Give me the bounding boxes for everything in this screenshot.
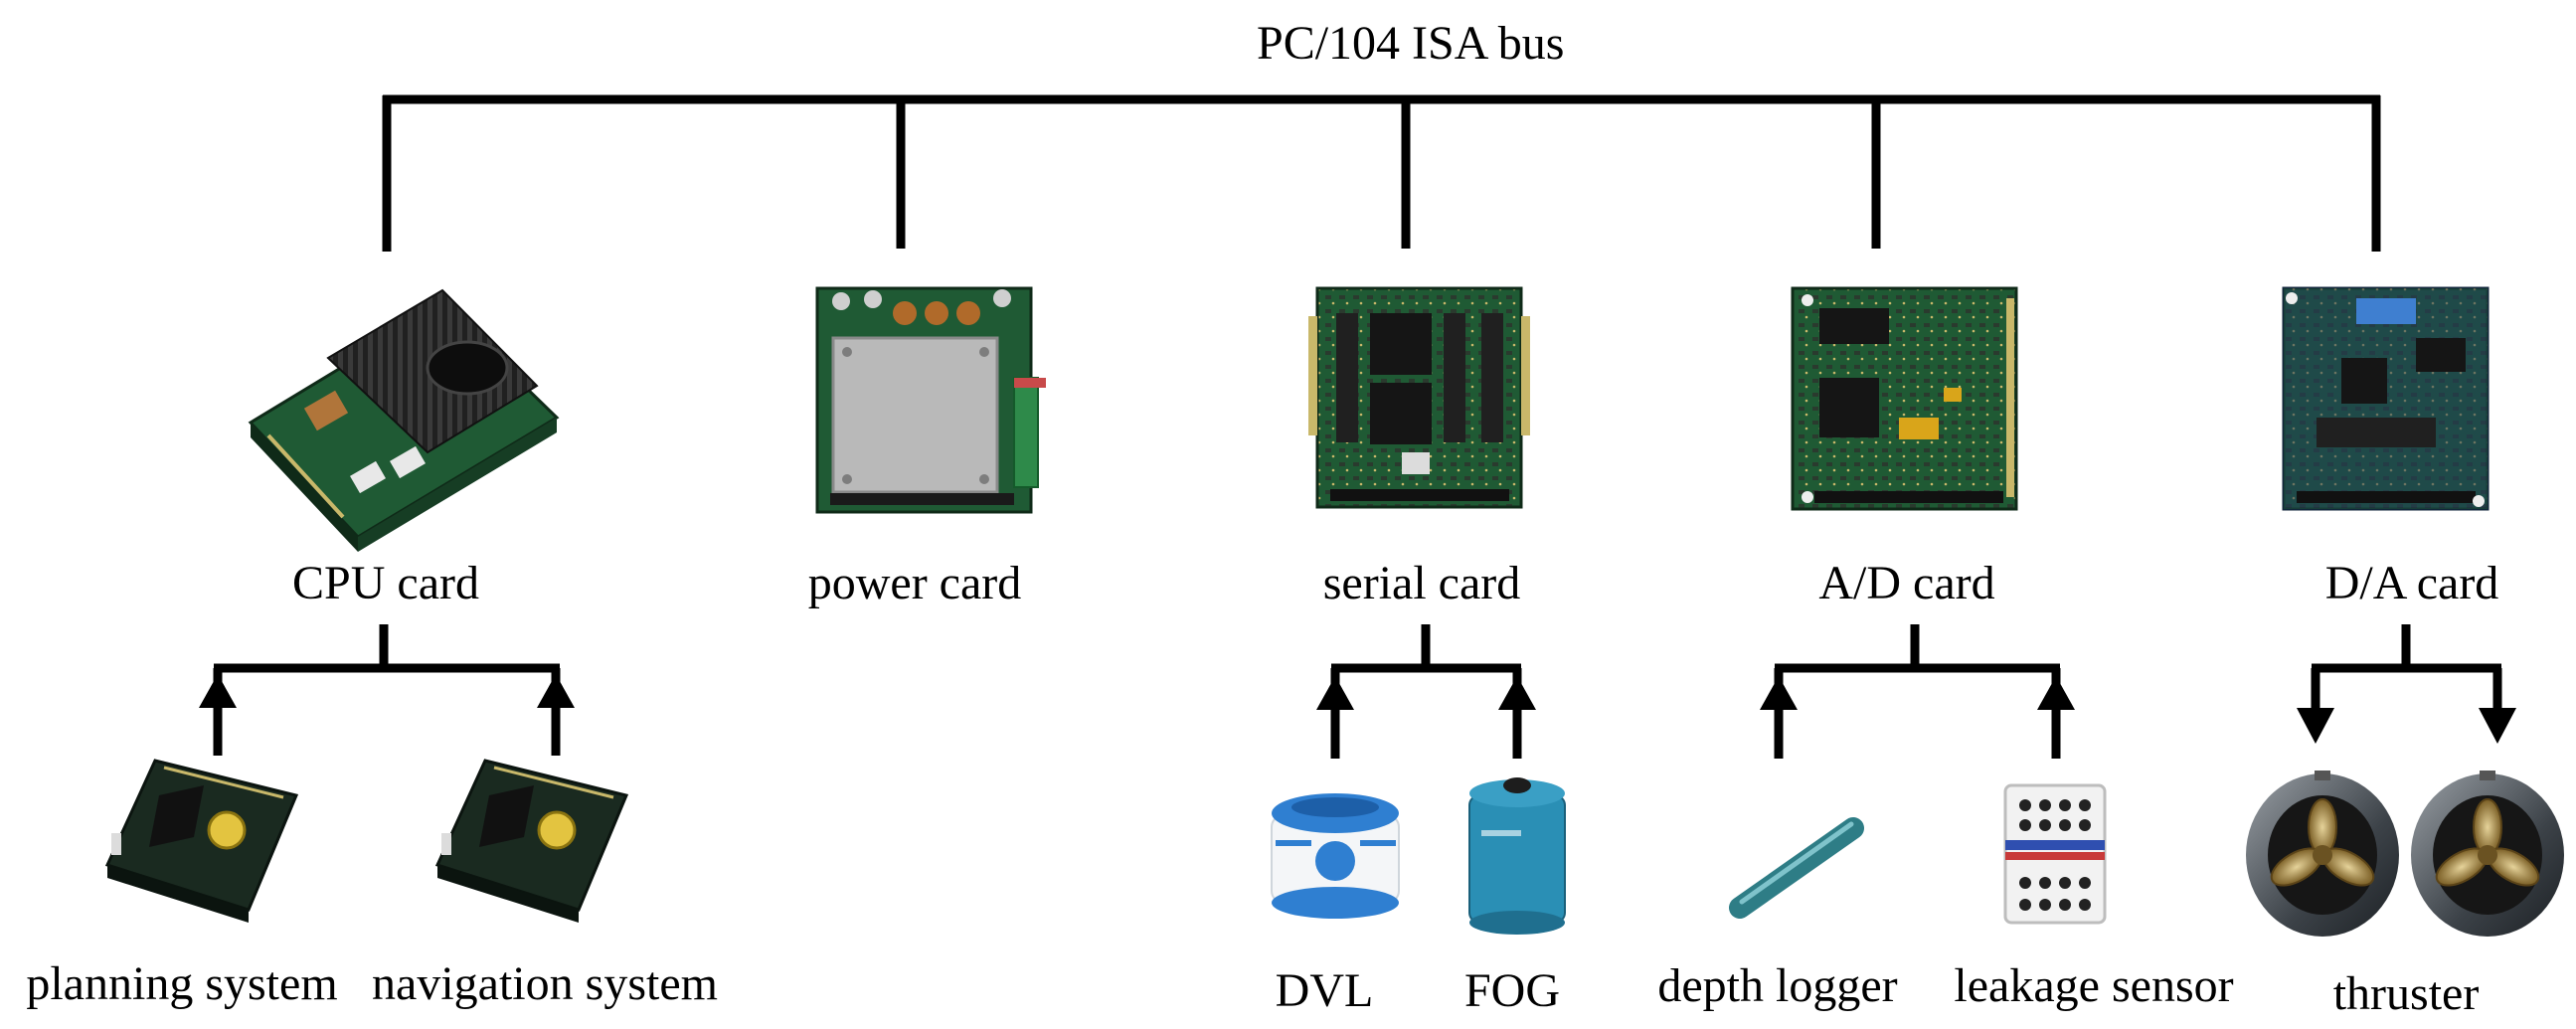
leakage-sensor-label: leakage sensor	[1954, 959, 2234, 1012]
planning-system-label: planning system	[26, 957, 338, 1010]
arrow-down-thruster-left	[2297, 708, 2334, 744]
navigation-system-label: navigation system	[372, 957, 718, 1010]
thruster-image-right	[2411, 771, 2564, 937]
planning-system-image	[104, 759, 299, 923]
dvl-image	[1271, 793, 1400, 919]
navigation-system-image	[434, 759, 629, 923]
serial-card-image	[1308, 286, 1530, 509]
serial-branch-connector	[1330, 624, 1522, 759]
capacitor-icons	[832, 289, 1011, 325]
arrow-up-fog	[1498, 676, 1536, 710]
bus-lines	[382, 94, 2381, 252]
serial-card-label: serial card	[1322, 557, 1521, 609]
cpu-card-image	[248, 288, 560, 552]
thruster-label: thruster	[2332, 967, 2480, 1020]
depth-logger-label: depth logger	[1657, 959, 1898, 1012]
da-card-image	[2282, 286, 2490, 511]
arrow-down-thruster-right	[2479, 708, 2516, 744]
fan-icon	[426, 340, 509, 396]
fog-image	[1468, 777, 1566, 935]
da-branch-connector	[2311, 624, 2502, 708]
ad-card-image	[1791, 286, 2018, 511]
arrow-up-navigation	[537, 674, 575, 708]
cpu-card-label: CPU card	[292, 557, 479, 609]
power-card-label: power card	[807, 557, 1022, 609]
ad-card-label: A/D card	[1818, 557, 1995, 609]
thruster-image-left	[2246, 771, 2399, 937]
battery-icon	[207, 810, 247, 850]
cpu-branch-connector	[213, 624, 561, 756]
arrow-up-leakage-sensor	[2037, 676, 2075, 710]
dvl-label: DVL	[1275, 964, 1374, 1017]
battery-icon	[537, 810, 577, 850]
arrow-up-planning	[199, 674, 237, 708]
leakage-sensor-image	[2003, 783, 2107, 925]
depth-logger-image	[1729, 817, 1864, 919]
arrow-up-dvl	[1316, 676, 1354, 710]
da-card-label: D/A card	[2324, 557, 2499, 609]
power-card-image	[815, 286, 1046, 514]
fog-label: FOG	[1463, 964, 1561, 1017]
ad-branch-connector	[1774, 624, 2061, 759]
arrow-up-depth-logger	[1760, 676, 1798, 710]
bus-label: PC/104 ISA bus	[1257, 17, 1565, 70]
